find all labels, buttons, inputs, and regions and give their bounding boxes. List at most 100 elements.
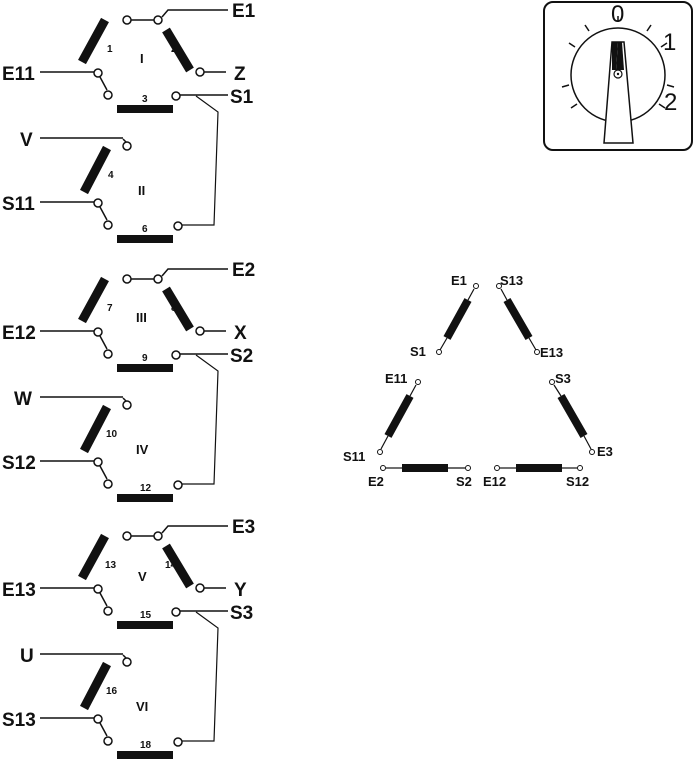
terminal-label-s: S3	[230, 603, 253, 624]
delta-label: S2	[456, 474, 472, 489]
deck-roman: VI	[136, 699, 148, 714]
contact-bar-bottom	[117, 105, 173, 113]
winding-coil	[384, 394, 414, 438]
terminal-label-w: W	[14, 389, 32, 410]
terminal-label-e: E2	[232, 260, 255, 281]
dial-tick	[584, 24, 590, 32]
winding-terminal	[436, 349, 442, 355]
terminal-label-e: E1	[232, 1, 256, 22]
dial-pointer	[612, 42, 618, 70]
contact	[93, 327, 103, 337]
contact	[103, 736, 113, 746]
contact-number: 13	[105, 560, 117, 571]
winding-lead	[439, 337, 448, 351]
contact	[173, 737, 183, 747]
deck-roman: IV	[136, 442, 149, 457]
contact-bar-bottom	[117, 621, 173, 629]
wire	[99, 722, 108, 737]
terminal-label-s11: S11	[2, 194, 35, 215]
delta-diagram: E1 S1 S13 E13 E11 S11 S3 E3 E2 S2	[343, 273, 613, 489]
contact-number: 3	[142, 94, 148, 105]
winding-terminal	[577, 465, 583, 471]
contact	[122, 400, 132, 410]
contact-number: 8	[171, 303, 177, 314]
contact-bar-left	[78, 276, 109, 324]
wire	[99, 206, 108, 221]
contact-bar-bottom	[117, 751, 173, 759]
winding-lead	[553, 384, 562, 397]
contact-bar-diag	[80, 661, 111, 711]
contact-bar-left	[78, 17, 109, 65]
terminal-label-u: U	[20, 646, 34, 667]
contact-bar-right	[162, 543, 194, 589]
winding-lead	[409, 384, 417, 397]
contact-bar-bottom	[117, 235, 173, 243]
dial-tick	[561, 84, 570, 88]
winding-terminal	[415, 379, 421, 385]
contact	[171, 91, 181, 101]
terminal-label-z: Z	[234, 64, 246, 85]
contact	[122, 141, 132, 151]
link-wire	[182, 611, 219, 742]
contact	[173, 221, 183, 231]
contact	[93, 457, 103, 467]
contact	[122, 531, 132, 541]
contact	[122, 15, 132, 25]
delta-label: E1	[451, 273, 467, 288]
delta-label: E3	[597, 444, 613, 459]
dial-tick	[570, 103, 578, 109]
winding-terminal	[380, 465, 386, 471]
link-wire	[182, 354, 219, 485]
contact	[122, 657, 132, 667]
winding-terminal	[549, 379, 555, 385]
winding-terminal	[465, 465, 471, 471]
contact	[171, 607, 181, 617]
contact	[153, 531, 163, 541]
switch-group-1: E1 1 2 I E11 Z 3 S1 V 4 II S11	[2, 1, 256, 243]
terminal-label-e11: E11	[2, 64, 35, 85]
delta-label: S3	[555, 371, 571, 386]
dial-tick	[568, 42, 576, 48]
contact	[103, 220, 113, 230]
terminal-label-e13: E13	[2, 580, 36, 601]
contact	[93, 198, 103, 208]
terminal-label-s: S2	[230, 346, 253, 367]
winding-terminal	[589, 449, 595, 455]
contact-number: 1	[107, 44, 113, 55]
terminal-label-v: V	[20, 130, 33, 151]
winding-lead	[583, 435, 592, 450]
contact-number: 18	[140, 740, 152, 751]
dial-ticks	[561, 16, 675, 109]
contact	[103, 349, 113, 359]
contact-number: 14	[165, 560, 177, 571]
contact-bar-left	[78, 533, 109, 581]
contact-number: 12	[140, 483, 152, 494]
winding-lead	[380, 435, 389, 450]
terminal-label-s13: S13	[2, 710, 36, 731]
wire	[122, 654, 127, 659]
dial-tick	[646, 24, 652, 32]
wire	[161, 525, 228, 534]
wire	[99, 592, 108, 607]
contact	[195, 326, 205, 336]
contact-bar-bottom	[117, 494, 173, 502]
deck-roman: I	[140, 51, 144, 66]
switch-group-2: E2 7 8 III E12 X 9 S2 W 10 IV S12 12	[2, 260, 255, 502]
contact	[103, 479, 113, 489]
dial-tick	[660, 42, 668, 48]
delta-label: E2	[368, 474, 384, 489]
contact	[173, 480, 183, 490]
winding-terminal	[494, 465, 500, 471]
delta-label: S12	[566, 474, 589, 489]
winding-terminal	[377, 449, 383, 455]
contact	[93, 714, 103, 724]
contact	[153, 274, 163, 284]
winding-coil	[402, 464, 448, 472]
winding-terminal	[534, 349, 540, 355]
contact-number: 15	[140, 610, 152, 621]
delta-label: E11	[385, 371, 407, 386]
wire	[99, 465, 108, 480]
contact-bar-right	[162, 27, 194, 73]
winding-lead	[467, 288, 475, 301]
